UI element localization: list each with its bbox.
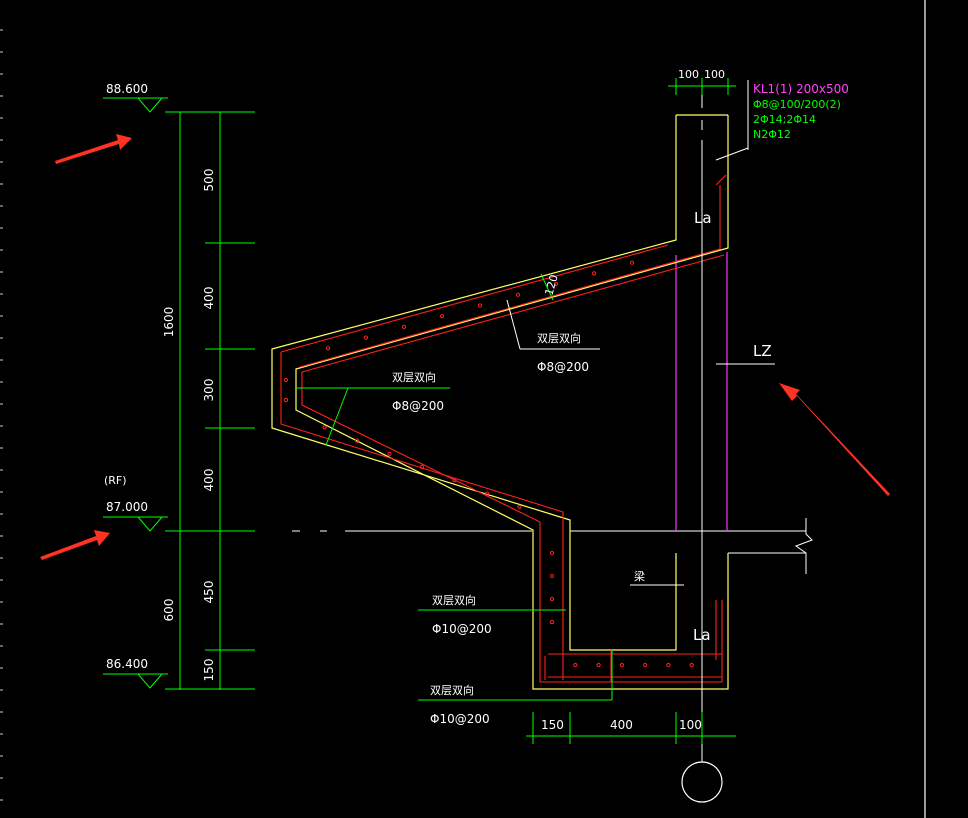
anchor-label-upper: La <box>694 209 712 227</box>
anchor-label-lower: La <box>693 626 711 644</box>
rebar-dot <box>619 662 625 668</box>
grid-axis-bubble <box>681 761 723 803</box>
rebar-dot <box>452 478 457 483</box>
rebar-dot <box>484 491 490 496</box>
arrow-pointing-roof-elevation <box>40 530 110 560</box>
rebar-dot <box>515 292 521 297</box>
beam-tag: 梁 <box>634 569 645 583</box>
elevation-marker-bottom <box>103 673 168 689</box>
rebar-dot <box>596 662 601 668</box>
column-centerline <box>630 88 775 762</box>
elevation-roof-label: 87.000 <box>106 500 148 514</box>
rebar-dot <box>363 335 369 340</box>
slab-thickness-label: 120 <box>542 273 560 297</box>
rebar-dot <box>387 451 392 456</box>
rebar-dot <box>689 662 694 668</box>
rebar-note-4-spec: Φ10@200 <box>430 712 490 726</box>
column-lines <box>675 252 728 531</box>
rebar-dot <box>549 550 555 556</box>
rebar-dot <box>629 260 635 265</box>
level-line <box>292 518 813 574</box>
rebar-note-4-title: 双层双向 <box>430 683 474 697</box>
rebar-note-3-title: 双层双向 <box>432 593 476 607</box>
reinforcement-bars <box>280 174 727 683</box>
rebar-dot <box>573 662 578 668</box>
bottom-dim-1: 150 <box>541 718 564 732</box>
rebar-dot <box>549 619 555 625</box>
rebar-dot <box>553 282 559 287</box>
dim-segment-6: 150 <box>202 659 216 682</box>
rebar-dot <box>325 346 331 351</box>
beam-label-line3: 2Φ14;2Φ14 <box>753 113 816 126</box>
rebar-note-2-title: 双层双向 <box>392 370 436 384</box>
top-horizontal-dimension <box>668 78 736 95</box>
dim-total-lower: 600 <box>162 599 176 622</box>
dim-segment-2: 400 <box>202 287 216 310</box>
bottom-horizontal-dimension <box>526 712 736 744</box>
rebar-dot <box>643 662 648 668</box>
rebar-dot <box>517 504 522 509</box>
slab-thickness-dimension <box>540 273 554 301</box>
rebar-note-leaders <box>296 299 613 701</box>
elevation-roof-tag: (RF) <box>104 474 127 487</box>
column-label: LZ <box>753 342 772 360</box>
rebar-dot <box>477 303 483 308</box>
dim-segment-5: 450 <box>202 581 216 604</box>
top-dim-1: 100 <box>678 68 699 81</box>
rebar-dot <box>419 464 425 470</box>
bottom-dim-2: 400 <box>610 718 633 732</box>
rebar-dot <box>666 662 671 668</box>
beam-label-line2: Φ8@100/200(2) <box>753 98 841 111</box>
rebar-dot <box>354 438 360 443</box>
vertical-dimensions <box>165 111 255 690</box>
rebar-dots <box>283 260 694 668</box>
top-dim-2: 100 <box>704 68 725 81</box>
dim-segment-4: 400 <box>202 469 216 492</box>
left-ruler-ticks <box>0 29 3 801</box>
rebar-dot <box>591 271 597 276</box>
elevation-marker-roof <box>103 516 168 532</box>
rebar-dot <box>401 324 407 329</box>
dim-segment-1: 500 <box>202 169 216 192</box>
rebar-dot <box>283 377 289 383</box>
elevation-top-label: 88.600 <box>106 82 148 96</box>
rebar-dot <box>283 397 289 403</box>
rebar-note-3-spec: Φ10@200 <box>432 622 492 636</box>
bottom-dim-3: 100 <box>679 718 702 732</box>
rebar-note-1-title: 双层双向 <box>537 331 581 345</box>
rebar-dot <box>549 596 555 602</box>
rebar-note-1-spec: Φ8@200 <box>537 360 589 374</box>
elevation-marker-top <box>103 97 168 113</box>
beam-label-line1: KL1(1) 200x500 <box>753 82 849 96</box>
concrete-outline <box>271 114 729 690</box>
dim-segment-3: 300 <box>202 379 216 402</box>
arrow-pointing-top-elevation <box>55 134 132 164</box>
annotation-arrows <box>40 134 890 560</box>
rebar-dot <box>549 573 555 579</box>
rebar-note-2-spec: Φ8@200 <box>392 399 444 413</box>
elevation-bottom-label: 86.400 <box>106 657 148 671</box>
rebar-dot <box>439 314 445 319</box>
dim-total-upper: 1600 <box>162 307 176 338</box>
rebar-dot <box>322 425 327 430</box>
beam-label-line4: N2Φ12 <box>753 128 791 141</box>
arrow-pointing-column <box>779 383 890 496</box>
